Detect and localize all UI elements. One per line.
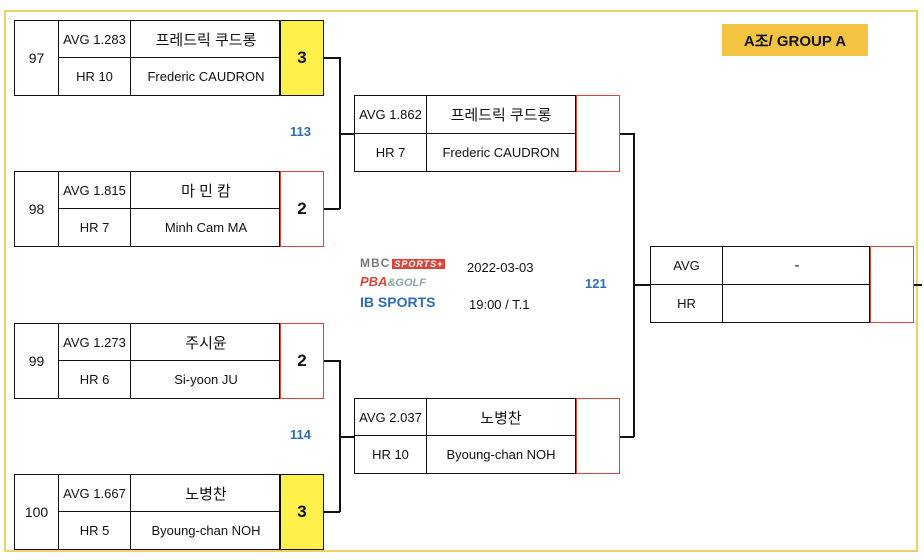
player-korean-name: 마 민 캄 — [131, 172, 281, 209]
player-avg: AVG — [651, 247, 723, 285]
score-box-100: 3 — [280, 474, 324, 550]
seed-number: 100 — [15, 475, 59, 549]
player-english-name: Frederic CAUDRON — [147, 69, 265, 84]
connector-line — [620, 133, 634, 135]
player-hr: HR 10 — [59, 58, 131, 95]
score-box-semifinal-1 — [576, 95, 620, 172]
player-avg: AVG 1.815 — [59, 172, 131, 209]
match-date: 2022-03-03 — [467, 260, 534, 275]
player-korean-name: 노병찬 — [131, 475, 281, 512]
seed-number: 97 — [15, 21, 59, 95]
player-english-name: Byoung-chan NOH — [151, 523, 261, 538]
connector-line — [324, 360, 340, 362]
player-avg: AVG 1.862 — [355, 96, 427, 134]
seed-number: 99 — [15, 324, 59, 398]
seed-number: 98 — [15, 172, 59, 246]
score-box-97: 3 — [280, 20, 324, 96]
player-row-97[interactable]: 97 AVG 1.283 프레드릭 쿠드롱 HR 10 Frederic CAU… — [14, 20, 281, 96]
player-hr: HR 5 — [59, 512, 131, 549]
bracket-frame — [4, 10, 918, 552]
pba-golf-logo: PBA&GOLF — [360, 274, 426, 289]
score-box-98: 2 — [280, 171, 324, 247]
player-row-98[interactable]: 98 AVG 1.815 마 민 캄 HR 7 Minh Cam MA — [14, 171, 281, 247]
player-hr: HR — [651, 284, 723, 322]
player-korean-name: 프레드릭 쿠드롱 — [131, 21, 281, 58]
match-number-114: 114 — [290, 427, 311, 442]
player-english-name: Minh Cam MA — [164, 220, 248, 235]
player-english-name: Si-yoon JU — [174, 372, 238, 387]
score-box-99: 2 — [280, 323, 324, 399]
match-time-table: 19:00 / T.1 — [469, 297, 530, 312]
player-hr: HR 7 — [355, 133, 427, 171]
player-avg: AVG 1.273 — [59, 324, 131, 361]
connector-line — [339, 436, 354, 438]
player-english-name — [723, 285, 871, 323]
player-english-name: Byoung-chan NOH — [446, 447, 556, 462]
player-korean-name: 노병찬 — [427, 399, 575, 436]
connector-line — [339, 133, 354, 135]
player-row-99[interactable]: 99 AVG 1.273 주시윤 HR 6 Si-yoon JU — [14, 323, 281, 399]
player-name: - — [723, 247, 871, 285]
group-badge: A조/ GROUP A — [722, 24, 868, 56]
connector-line — [324, 511, 340, 513]
semifinal-row-2[interactable]: AVG 2.037 노병찬 HR 10 Byoung-chan NOH — [354, 398, 576, 474]
final-row[interactable]: AVG - HR — [650, 246, 871, 323]
score-box-final — [870, 246, 914, 323]
player-hr: HR 6 — [59, 361, 131, 398]
match-number-113: 113 — [290, 124, 311, 139]
player-korean-name: 프레드릭 쿠드롱 — [427, 96, 575, 134]
player-hr: HR 7 — [59, 209, 131, 246]
connector-line — [914, 284, 922, 286]
player-korean-name: 주시윤 — [131, 324, 281, 361]
match-number-121: 121 — [585, 276, 607, 291]
ib-sports-logo: IB SPORTS — [360, 294, 436, 310]
connector-line — [633, 284, 650, 286]
player-row-100[interactable]: 100 AVG 1.667 노병찬 HR 5 Byoung-chan NOH — [14, 474, 281, 550]
player-avg: AVG 1.283 — [59, 21, 131, 58]
connector-line — [620, 436, 634, 438]
player-avg: AVG 1.667 — [59, 475, 131, 512]
score-box-semifinal-2 — [576, 398, 620, 474]
connector-line — [324, 57, 340, 59]
player-english-name: Frederic CAUDRON — [442, 144, 560, 160]
player-hr: HR 10 — [355, 436, 427, 473]
semifinal-row-1[interactable]: AVG 1.862 프레드릭 쿠드롱 HR 7 Frederic CAUDRON — [354, 95, 576, 172]
connector-line — [324, 208, 340, 210]
player-avg: AVG 2.037 — [355, 399, 427, 436]
